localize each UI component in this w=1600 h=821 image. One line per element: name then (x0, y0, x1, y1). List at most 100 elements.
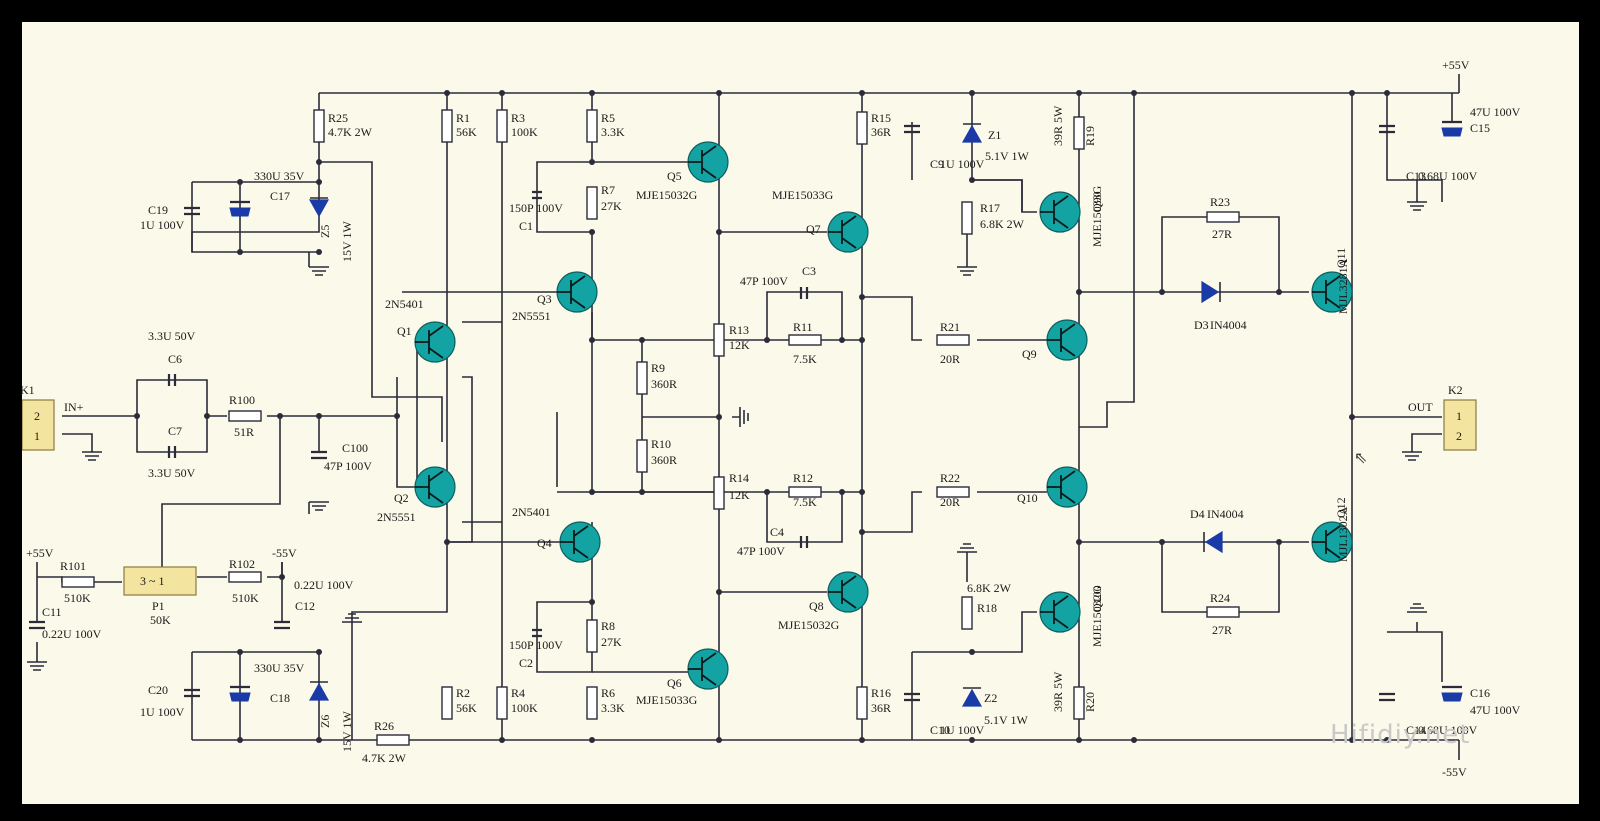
label-r16-ref: R16 (871, 686, 891, 700)
amplifier-schematic: K1 2 1 IN+ K2 1 2 OUT 3 ~ 1 P1 50K +55V … (22, 58, 1521, 779)
label-c11-ref: C11 (42, 605, 62, 619)
transistor-q8 (827, 571, 869, 613)
label-q5-ref: Q5 (667, 169, 682, 183)
svg-text:K2: K2 (1448, 383, 1463, 397)
transistor-q9 (1046, 319, 1088, 361)
rail-neg-left-label: -55V (272, 546, 297, 560)
label-q12-value: MJL1302A (1336, 506, 1350, 562)
capacitor-c7 (167, 446, 177, 458)
label-q6-ref: Q6 (667, 676, 682, 690)
zener-z6 (308, 681, 330, 701)
svg-text:3 ~ 1: 3 ~ 1 (140, 574, 165, 588)
resistor-r14 (713, 476, 725, 510)
capacitor-c12 (274, 620, 290, 630)
label-c4-ref: C4 (770, 525, 784, 539)
label-d3-ref: D3 (1194, 318, 1209, 332)
label-q9-ref: Q9 (1022, 347, 1037, 361)
transistor-q5 (687, 141, 729, 183)
transistor-q90 (1039, 191, 1081, 233)
label-r102-ref: R102 (229, 557, 255, 571)
rail-neg-label: -55V (1442, 765, 1467, 779)
label-q7-value: MJE15033G (772, 188, 834, 202)
label-q4-ref: Q4 (537, 536, 552, 550)
transistor-q12 (1311, 521, 1353, 563)
label-c18-ref: C18 (270, 691, 290, 705)
label-r13-ref: R13 (729, 323, 749, 337)
label-r21-value: 20R (940, 352, 960, 366)
svg-text:P1: P1 (152, 599, 165, 613)
label-c18-value: 330U 35V (254, 661, 305, 675)
label-r6-ref: R6 (601, 686, 615, 700)
capacitor-c13 (1379, 124, 1395, 134)
label-r23-value: 27R (1212, 227, 1232, 241)
resistor-r15 (856, 111, 868, 145)
label-r17-value: 6.8K 2W (980, 217, 1025, 231)
label-q12-ref: Q12 (1334, 497, 1348, 518)
capacitor-c18 (229, 685, 251, 702)
label-c20-ref: C20 (148, 683, 168, 697)
schematic-sheet: K1 2 1 IN+ K2 1 2 OUT 3 ~ 1 P1 50K +55V … (22, 22, 1579, 804)
label-r19-value: 39R 5W (1051, 105, 1065, 146)
resistor-r22 (936, 486, 970, 498)
transistor-q100 (1039, 591, 1081, 633)
label-r18-value: 6.8K 2W (967, 581, 1012, 595)
label-c1-value: 150P 100V (509, 201, 563, 215)
label-r14-ref: R14 (729, 471, 749, 485)
label-c1-ref: C1 (519, 219, 533, 233)
label-r22-value: 20R (940, 495, 960, 509)
label-r12-ref: R12 (793, 471, 813, 485)
capacitor-c17 (229, 200, 251, 217)
label-r1-ref: R1 (456, 111, 470, 125)
label-q11-value: MJL3281A (1336, 258, 1350, 314)
label-c10-ref: C10 (930, 723, 950, 737)
label-c6-value: 3.3U 50V (148, 329, 196, 343)
label-r3-ref: R3 (511, 111, 525, 125)
label-q2-ref: Q2 (394, 491, 409, 505)
label-r8-value: 27K (601, 635, 622, 649)
label-c4-value: 47P 100V (737, 544, 785, 558)
label-c9-value: 1U 100V (940, 157, 985, 171)
resistor-r26 (376, 734, 410, 746)
label-r11-ref: R11 (793, 320, 813, 334)
resistor-r21 (936, 334, 970, 346)
label-c16-value: 47U 100V (1470, 703, 1521, 717)
label-r17-ref: R17 (980, 201, 1000, 215)
transistor-q1 (414, 321, 456, 363)
label-c6-ref: C6 (168, 352, 182, 366)
label-c14-value: 0.68U 100V (1418, 723, 1478, 737)
potentiometer-p1: 3 ~ 1 P1 50K (123, 566, 197, 627)
label-r20-ref: R20 (1083, 692, 1097, 712)
label-r7-value: 27K (601, 199, 622, 213)
label-c7-value: 3.3U 50V (148, 466, 196, 480)
label-c12-value: 0.22U 100V (294, 578, 354, 592)
label-r7-ref: R7 (601, 183, 615, 197)
svg-text:2: 2 (1456, 429, 1462, 443)
resistor-r12 (788, 486, 822, 498)
label-r5-ref: R5 (601, 111, 615, 125)
resistor-r6 (586, 686, 598, 720)
capacitor-c15 (1441, 120, 1463, 137)
label-r12-value: 7.5K (793, 495, 817, 509)
diode-d3 (1201, 280, 1221, 304)
zener-z5 (308, 197, 330, 218)
label-q2-value: 2N5551 (377, 510, 416, 524)
label-q5-value: MJE15032G (636, 188, 698, 202)
rail-pos-label: +55V (1442, 58, 1470, 72)
svg-text:50K: 50K (150, 613, 171, 627)
label-r26-value: 4.7K 2W (362, 751, 407, 765)
resistor-r17 (961, 201, 973, 235)
label-q1-value: 2N5401 (385, 297, 424, 311)
label-r101-value: 510K (64, 591, 91, 605)
label-d4-ref: D4 (1190, 507, 1205, 521)
label-r100-ref: R100 (229, 393, 255, 407)
label-r15-value: 36R (871, 125, 891, 139)
label-c14-ref: C14 (1406, 723, 1426, 737)
transistor-q3 (556, 271, 598, 313)
label-c12-ref: C12 (295, 599, 315, 613)
resistor-r11 (788, 334, 822, 346)
label-d4-value: IN4004 (1207, 507, 1244, 521)
label-q3-ref: Q3 (537, 292, 552, 306)
resistor-r3 (496, 109, 508, 143)
label-c2-value: 150P 100V (509, 638, 563, 652)
label-r23-ref: R23 (1210, 195, 1230, 209)
